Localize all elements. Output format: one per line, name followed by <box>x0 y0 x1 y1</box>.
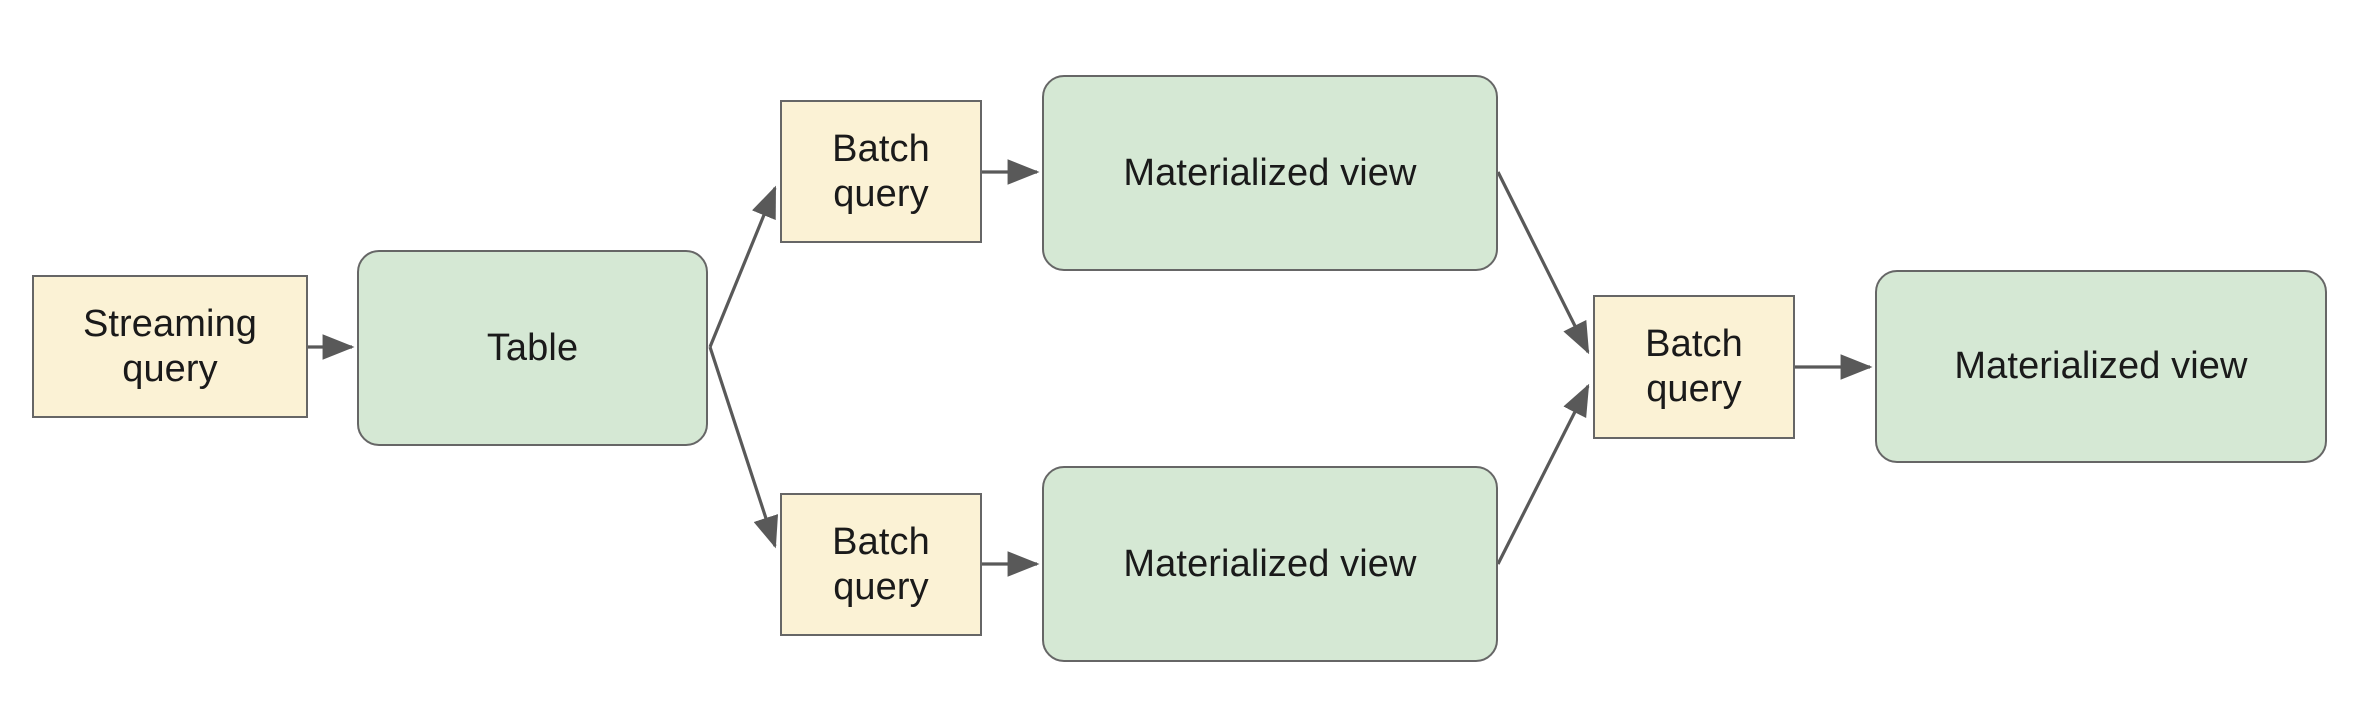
node-batch-query-center[interactable]: Batch query <box>1593 295 1795 439</box>
edge-materialized-view-top-to-batch-query-center <box>1496 171 1590 355</box>
node-batch-query-top-label: Batch query <box>832 127 930 215</box>
node-materialized-view-bottom-label: Materialized view <box>1123 542 1417 585</box>
edge-table-to-batch-query-top <box>708 185 777 348</box>
node-streaming-query[interactable]: Streaming query <box>32 275 308 418</box>
node-table[interactable]: Table <box>357 250 708 446</box>
edge-materialized-view-bottom-to-batch-query-center <box>1496 383 1590 565</box>
node-streaming-query-label: Streaming query <box>82 302 258 390</box>
node-batch-query-bottom[interactable]: Batch query <box>780 493 982 636</box>
node-materialized-view-top[interactable]: Materialized view <box>1042 75 1498 271</box>
node-batch-query-center-label: Batch query <box>1645 323 1743 410</box>
edge-table-to-batch-query-bottom <box>708 346 779 549</box>
node-batch-query-bottom-label: Batch query <box>832 520 930 608</box>
node-materialized-view-right[interactable]: Materialized view <box>1875 270 2327 463</box>
node-materialized-view-top-label: Materialized view <box>1123 151 1417 194</box>
node-materialized-view-right-label: Materialized view <box>1954 345 2248 388</box>
node-table-label: Table <box>486 326 579 369</box>
node-batch-query-top[interactable]: Batch query <box>780 100 982 243</box>
node-materialized-view-bottom[interactable]: Materialized view <box>1042 466 1498 662</box>
